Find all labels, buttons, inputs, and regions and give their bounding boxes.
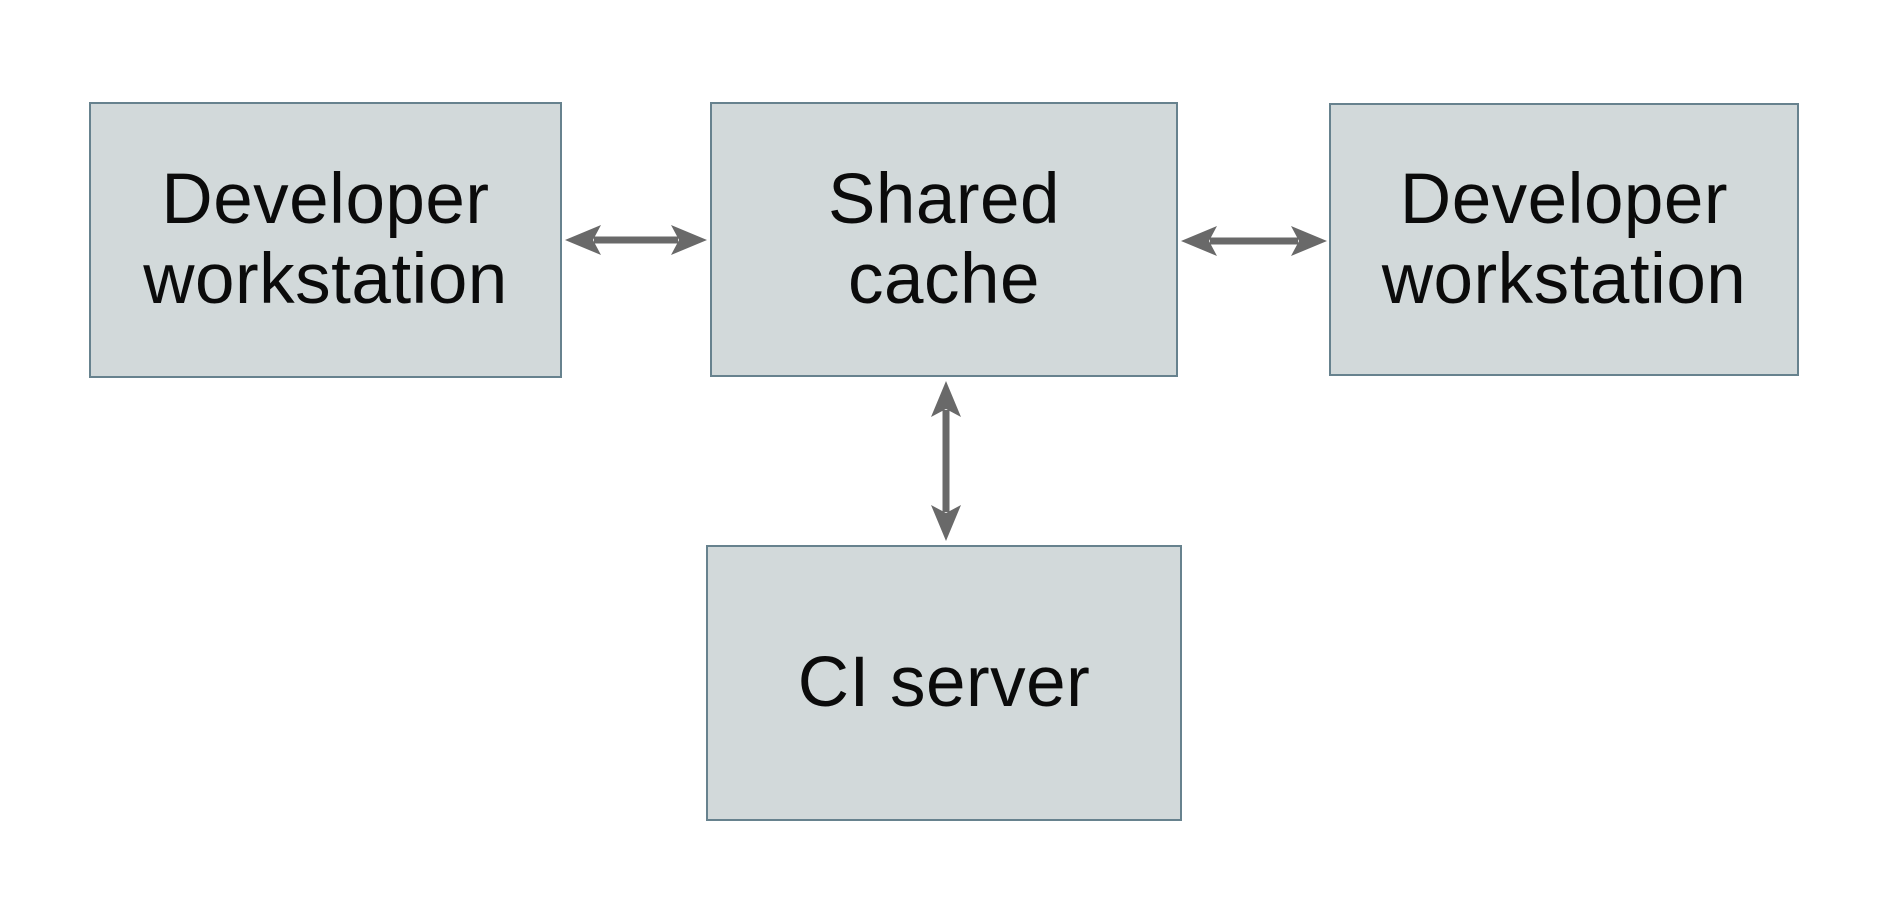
double-arrow-cache-ci-server-icon (931, 381, 961, 541)
double-arrow-cache-right-workstation-icon (1181, 226, 1327, 256)
node-label: CI server (797, 643, 1091, 723)
double-arrow-left-workstation-cache-icon (565, 225, 707, 255)
node-label: Developer workstation (1381, 159, 1747, 319)
node-shared-cache: Shared cache (710, 102, 1178, 377)
node-label: Developer workstation (143, 160, 508, 319)
node-developer-workstation-right: Developer workstation (1329, 103, 1799, 376)
node-ci-server: CI server (706, 545, 1182, 821)
node-developer-workstation-left: Developer workstation (89, 102, 562, 378)
node-label: Shared cache (828, 159, 1060, 319)
